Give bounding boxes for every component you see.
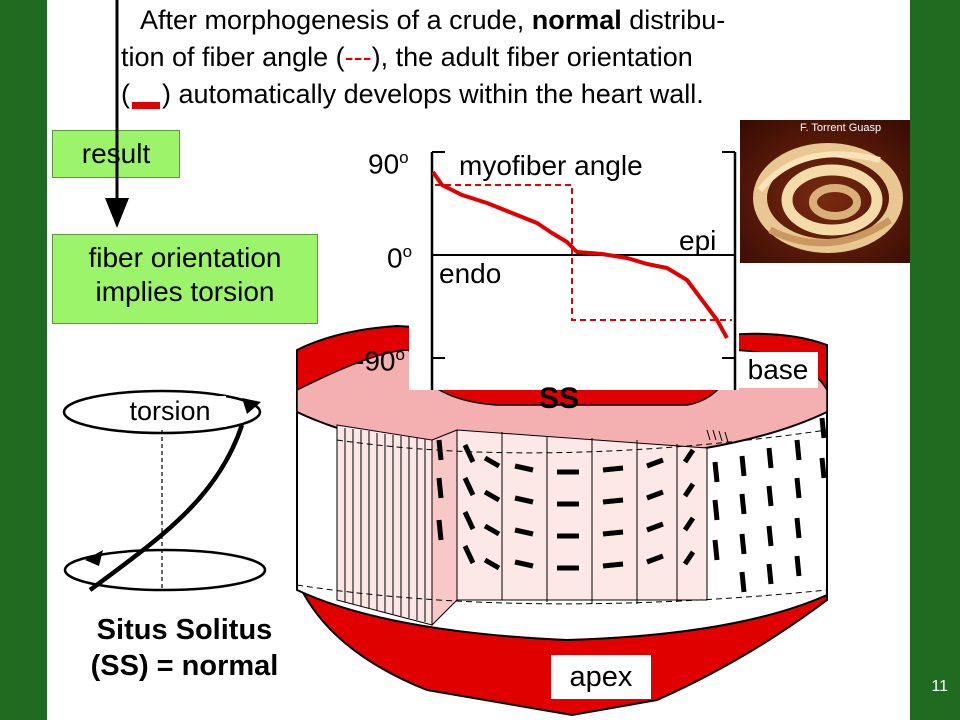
heart-wall	[296, 324, 828, 717]
fiber-orientation-line-1: fiber orientation	[88, 242, 282, 273]
header-text: distribu-	[621, 5, 726, 35]
flow-arrow-head	[105, 198, 129, 228]
adult-orientation-curve	[431, 170, 729, 339]
situs-line-2: (SS) = normal	[90, 650, 279, 682]
crude-distribution-curve	[435, 184, 732, 321]
header-line-2: tion of fiber angle (---), the adult fib…	[121, 41, 693, 74]
heart-photo: F. Torrent Guasp	[740, 120, 910, 263]
y-label-0-value: 0	[387, 242, 403, 274]
situs-line-1: Situs Solitus	[96, 614, 273, 646]
header-text: ), the adult fiber orientation	[371, 42, 693, 72]
dashed-legend-symbol: ---	[344, 42, 372, 72]
y-label-90-value: 90	[368, 148, 400, 180]
y-label-90: 90o	[368, 148, 409, 180]
ss-label: SS	[539, 382, 580, 415]
y-label-minus-90: -90o	[355, 345, 405, 377]
header-text: tion of fiber angle (	[121, 42, 345, 72]
myofiber-angle-graph	[409, 150, 739, 390]
header-bold: normal	[531, 5, 622, 35]
degree-mark: o	[395, 345, 405, 364]
epi-label: epi	[679, 225, 717, 256]
photo-credit: F. Torrent Guasp	[800, 122, 882, 134]
fiber-orientation-line-2: implies torsion	[95, 276, 275, 307]
header-line-3: ( ) automatically develops within the hea…	[121, 78, 704, 111]
page-number: 11	[931, 678, 948, 695]
base-label: base	[738, 352, 818, 388]
y-label-minus-90-value: -90	[355, 345, 396, 377]
solid-legend-symbol	[132, 102, 160, 109]
fiber-orientation-box: fiber orientation implies torsion	[52, 234, 318, 324]
diagram-canvas	[62, 0, 828, 717]
heart-photo-image	[740, 120, 910, 263]
graph-title: myofiber angle	[459, 150, 643, 181]
apex-label: apex	[551, 655, 651, 699]
degree-mark: o	[399, 148, 409, 167]
header-text: After morphogenesis of a crude,	[140, 5, 532, 35]
slide: After morphogenesis of a crude, normal d…	[47, 0, 910, 720]
endo-label: endo	[439, 258, 502, 289]
header-line-1: After morphogenesis of a crude, normal d…	[140, 4, 725, 37]
torsion-label: torsion	[114, 396, 226, 427]
situs-solitus-label: Situs Solitus (SS) = normal	[67, 612, 302, 684]
header-text: (	[121, 79, 130, 109]
y-label-0: 0o	[387, 242, 412, 274]
degree-mark: o	[402, 242, 413, 261]
torsion-helix	[62, 389, 267, 592]
header-text: ) automatically develops within the hear…	[162, 79, 704, 109]
